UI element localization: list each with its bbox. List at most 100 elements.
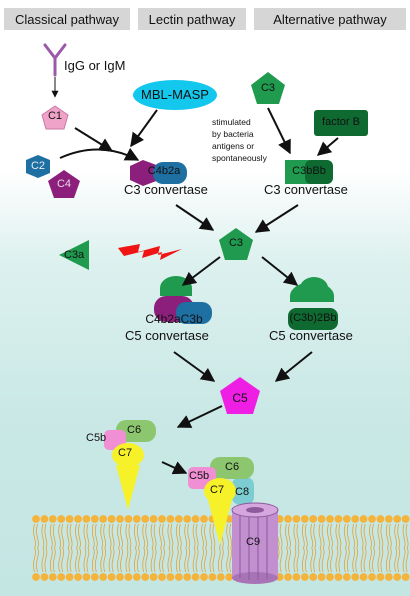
lipid-tail (103, 523, 107, 573)
lipid-head (107, 515, 116, 523)
c5b-c6-c7-complex-left (104, 420, 156, 510)
lipid-tail (369, 523, 372, 573)
c5-shape (220, 377, 260, 414)
c4b2a-shape (130, 160, 187, 186)
lipid-head (292, 515, 301, 523)
lipid-head (317, 515, 326, 523)
lipid-tail (318, 523, 322, 573)
c3b2bb-shape (288, 277, 338, 330)
lipid-tail (69, 523, 73, 573)
lipid-tail (44, 523, 48, 573)
lipid-head (40, 573, 49, 581)
label-c7-right: C7 (210, 484, 225, 496)
lipid-head (166, 573, 175, 581)
lipid-head (141, 573, 150, 581)
lipid-tail (338, 523, 342, 573)
lipid-head (292, 573, 301, 581)
label-c8: C8 (235, 486, 250, 498)
lipid-tail (372, 523, 375, 573)
lipid-head (326, 573, 334, 581)
lipid-head (309, 573, 318, 581)
lipid-tail (346, 523, 350, 573)
lipid-head (401, 573, 410, 581)
lipid-tail (380, 523, 384, 573)
lipid-tail (66, 523, 70, 573)
label-mbl-masp: MBL-MASP (141, 87, 209, 102)
antibody-icon (43, 43, 67, 77)
lipid-head (376, 515, 385, 523)
label-c5: C5 (232, 391, 248, 405)
c3-top-shape (251, 72, 285, 104)
c4-shape (48, 170, 80, 198)
label-c3-convertase-right: C3 convertase (264, 182, 348, 197)
c3bbb-shape (285, 160, 333, 184)
header-alternative-pathway: Alternative pathway (254, 8, 406, 30)
label-c4b2a: C4b2a (147, 165, 181, 177)
lipid-tail (41, 523, 45, 573)
c3-center-shape (219, 228, 253, 260)
lipid-head (368, 515, 376, 523)
lipid-head (32, 515, 40, 523)
lipid-tail (167, 523, 171, 573)
lipid-tail (61, 523, 65, 573)
lipid-tail (170, 523, 174, 573)
lipid-tail (142, 523, 146, 573)
lipid-tail (212, 523, 216, 573)
lipid-head (384, 515, 393, 523)
lipid-head (57, 573, 66, 581)
label-c3-top: C3 (260, 82, 276, 94)
lipid-tail (394, 523, 398, 573)
lipid-head (183, 573, 192, 581)
lipid-tail (293, 523, 297, 573)
lipid-tail (226, 523, 230, 573)
lipid-head (368, 573, 376, 581)
lipid-tail (128, 523, 132, 573)
lipid-head (200, 573, 208, 581)
label-factor-b: factor B (322, 116, 360, 128)
label-c3-convertase-left: C3 convertase (124, 182, 208, 197)
lipid-head (40, 515, 49, 523)
lipid-head (216, 573, 225, 581)
lipid-tail (209, 523, 213, 573)
lipid-tail (133, 523, 137, 573)
lipid-head (393, 573, 402, 581)
factor-b-shape (314, 110, 368, 136)
lipid-tail (150, 523, 154, 573)
lipid-tail (117, 523, 120, 573)
lipid-head (191, 573, 200, 581)
lipid-head (376, 573, 385, 581)
c4b2ac3b-shape (154, 276, 212, 324)
lipid-tail (360, 523, 364, 573)
label-c3b2bb: (C3b)2Bb (289, 312, 337, 324)
lipid-tail (195, 523, 199, 573)
cleavage-lightning-icon (118, 244, 182, 260)
lipid-tail (52, 523, 56, 573)
lipid-head (317, 573, 326, 581)
lipid-head (82, 515, 91, 523)
lipid-head (124, 573, 133, 581)
lipid-tail (125, 523, 129, 573)
lipid-head (166, 515, 175, 523)
lipid-head (74, 515, 82, 523)
label-c6-left: C6 (127, 424, 142, 436)
lipid-tail (313, 523, 317, 573)
lipid-tail (288, 523, 291, 573)
label-c5-convertase-right: C5 convertase (269, 328, 353, 343)
lipid-head (309, 515, 318, 523)
lipid-tail (397, 523, 401, 573)
label-c9: C9 (246, 536, 261, 548)
lipid-tail (94, 523, 98, 573)
lipid-head (359, 573, 368, 581)
lipid-head (342, 573, 351, 581)
lipid-head (384, 573, 393, 581)
lipid-head (65, 515, 74, 523)
label-c4: C4 (56, 178, 72, 190)
label-antibody: IgG or IgM (64, 58, 126, 73)
lipid-tail (285, 523, 288, 573)
lipid-head (401, 515, 410, 523)
label-c7-left: C7 (118, 447, 133, 459)
lipid-tail (301, 523, 305, 573)
lipid-tail (145, 523, 149, 573)
